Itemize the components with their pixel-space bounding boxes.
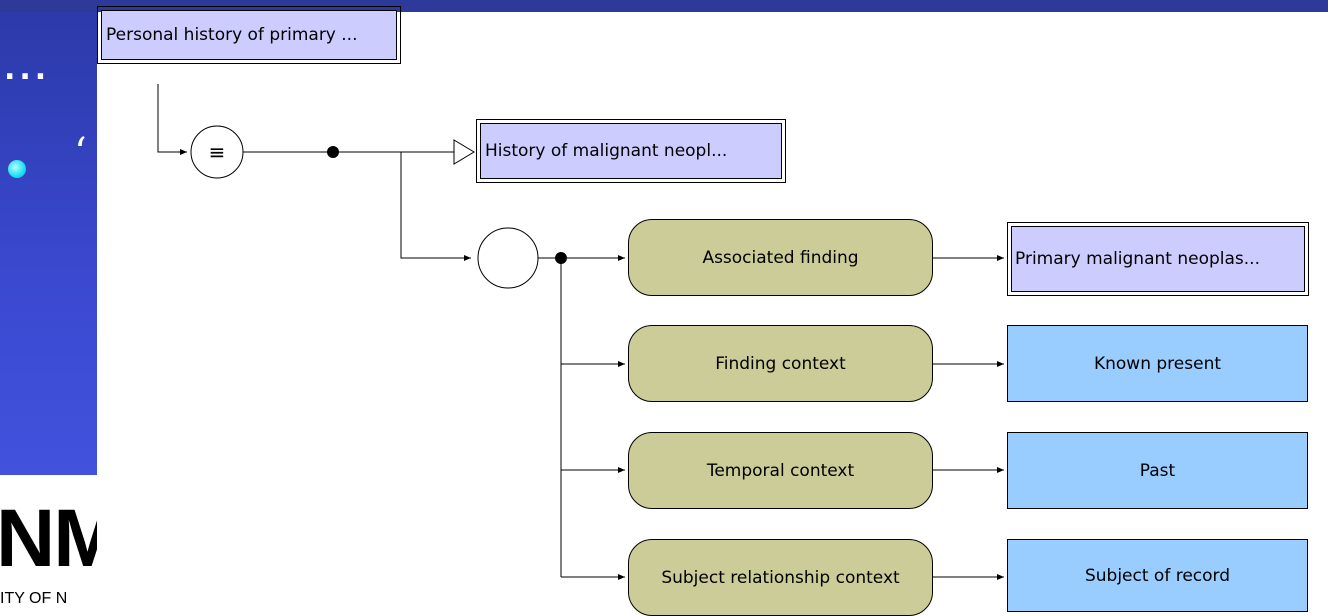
attribute-temporal-context[interactable]: Temporal context: [628, 432, 933, 509]
diagram-connectors: ≡: [157, 84, 1004, 580]
definition-status-symbol: ≡: [209, 140, 226, 164]
attribute-finding-context[interactable]: Finding context: [628, 325, 933, 402]
slide-text-fragment-dots: ...: [4, 52, 51, 87]
value-primary-malignant-neoplasm[interactable]: Primary malignant neoplas...: [1007, 222, 1309, 296]
conjunction-dot: [327, 146, 339, 158]
parent-concept[interactable]: History of malignant neopl...: [476, 119, 786, 183]
attribute-subject-relationship-context[interactable]: Subject relationship context: [628, 539, 933, 616]
connector-focus-to-definition: [157, 84, 187, 155]
bullet-icon: [8, 160, 26, 178]
university-logo-subtext: ITY OF N: [0, 590, 68, 607]
value-known-present[interactable]: Known present: [1007, 325, 1308, 402]
focus-concept[interactable]: Personal history of primary ...: [97, 6, 401, 64]
attribute-group-circle: [477, 227, 539, 289]
isa-arrow-icon: [453, 139, 475, 165]
attribute-associated-finding[interactable]: Associated finding: [628, 219, 933, 296]
slide-top-bar: [0, 0, 1328, 12]
connector-to-attribute-group: [400, 152, 471, 261]
concept-diagram: ≡ Personal history of primary ... Histor…: [97, 6, 1328, 616]
logo-area: [0, 475, 98, 612]
slide-text-fragment-quote: ‘: [74, 130, 87, 176]
value-subject-of-record[interactable]: Subject of record: [1007, 539, 1308, 612]
value-past[interactable]: Past: [1007, 432, 1308, 509]
